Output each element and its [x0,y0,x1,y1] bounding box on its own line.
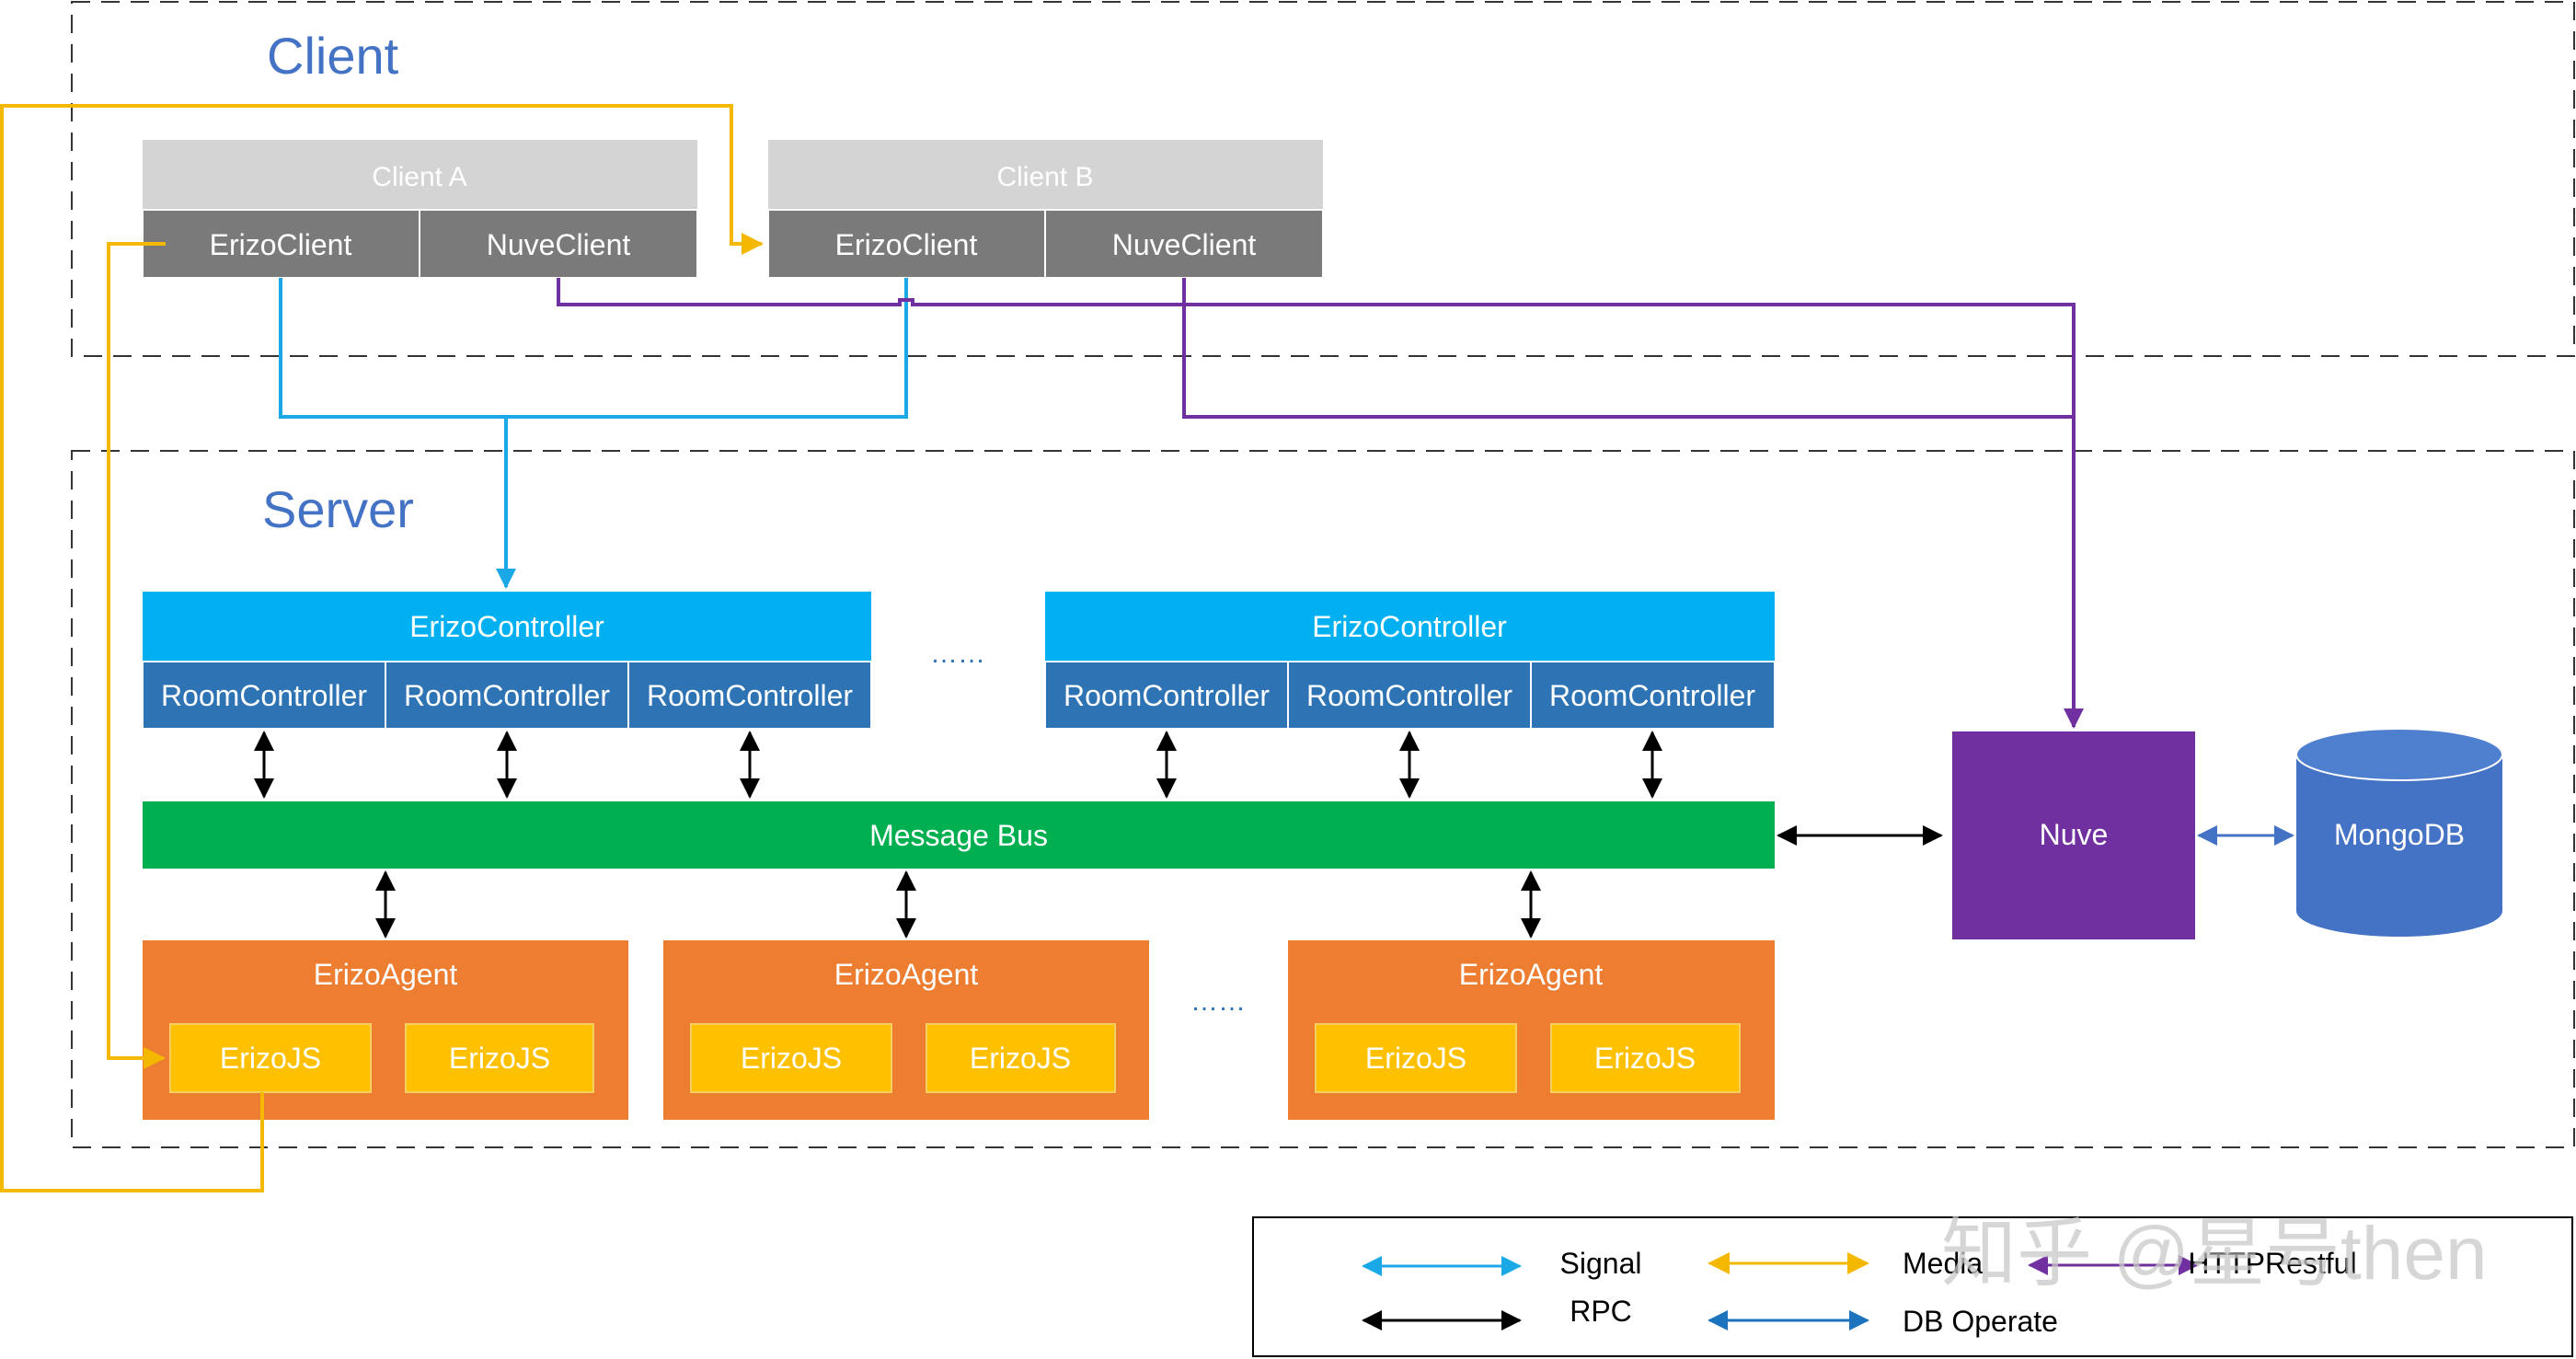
erizo-agent-1-label: ErizoAgent [314,958,458,991]
erizo-agent-2-label: ErizoAgent [834,958,979,991]
legend: Signal RPC Media DB Operate HTTPRestful [1252,1216,2573,1357]
mongodb-cylinder [2295,728,2503,937]
nuve-box [1952,731,2195,939]
erizo-agent-1: ErizoAgent ErizoJS ErizoJS [143,940,628,1120]
erizojs-3 [690,1023,892,1093]
erizojs-1-label: ErizoJS [220,1042,321,1075]
client-b-title: Client B [996,162,1093,192]
server-region-title: Server [262,480,414,538]
nuve-label: Nuve [2040,818,2109,851]
erizo-agent-3: ErizoAgent ErizoJS ErizoJS [1288,940,1775,1120]
client-region-title: Client [267,27,399,85]
erizo-controller-2: ErizoController RoomController RoomContr… [1044,592,1776,730]
client-b: Client B ErizoClient NuveClient [767,140,1324,279]
server-region [71,450,2575,1148]
client-b-nuveclient [1044,209,1324,279]
client-a-title: Client A [372,162,466,192]
room-controller-1 [142,661,386,730]
message-bus-label: Message Bus [869,819,1048,852]
erizo-agent-3-label: ErizoAgent [1459,958,1604,991]
erizojs-2-label: ErizoJS [449,1042,550,1075]
room-controller-3-label: RoomController [647,679,853,712]
room-controller-6 [1530,661,1776,730]
client-b-erizoclient-label: ErizoClient [835,228,978,261]
erizojs-6 [1550,1023,1741,1093]
room-controller-4 [1044,661,1289,730]
client-a-erizoclient [142,209,420,279]
room-controller-6-label: RoomController [1549,679,1755,712]
legend-media-label: Media [1903,1247,1983,1280]
client-region [71,1,2575,357]
message-bus [143,801,1775,869]
client-a-erizoclient-label: ErizoClient [210,228,352,261]
client-a: Client A ErizoClient NuveClient [142,140,698,279]
rpc-arrows [254,731,1943,939]
http-lines [557,278,2084,729]
agent-ellipsis: …… [1190,986,1246,1017]
room-controller-5-label: RoomController [1306,679,1512,712]
erizojs-4 [926,1023,1116,1093]
erizojs-2 [405,1023,594,1093]
erizojs-5-label: ErizoJS [1365,1042,1466,1075]
media-lines [0,104,764,1192]
client-b-erizoclient [767,209,1046,279]
room-controller-5 [1287,661,1532,730]
mongodb-label: MongoDB [2334,818,2465,851]
room-controller-3 [627,661,872,730]
legend-db-label: DB Operate [1903,1305,2058,1338]
legend-rpc-label: RPC [1570,1295,1632,1328]
erizojs-1 [169,1023,372,1093]
room-controller-4-label: RoomController [1064,679,1270,712]
erizo-agent-2: ErizoAgent ErizoJS ErizoJS [663,940,1149,1120]
legend-http-label: HTTPRestful [2188,1247,2356,1280]
room-controller-1-label: RoomController [161,679,367,712]
erizojs-4-label: ErizoJS [970,1042,1071,1075]
erizojs-3-label: ErizoJS [741,1042,842,1075]
room-controller-2-label: RoomController [404,679,610,712]
client-a-nuveclient-label: NuveClient [487,228,631,261]
controller-ellipsis: …… [930,639,985,669]
erizo-controller-1-label: ErizoController [409,610,604,643]
erizojs-6-label: ErizoJS [1594,1042,1696,1075]
signal-lines [279,278,908,589]
legend-signal-label: Signal [1560,1247,1642,1280]
erizojs-5 [1315,1023,1517,1093]
erizo-controller-1: ErizoController RoomController RoomContr… [142,592,872,730]
erizo-controller-2-label: ErizoController [1312,610,1507,643]
client-b-nuveclient-label: NuveClient [1112,228,1257,261]
watermark: 知乎 @星号then [1941,1212,2488,1296]
